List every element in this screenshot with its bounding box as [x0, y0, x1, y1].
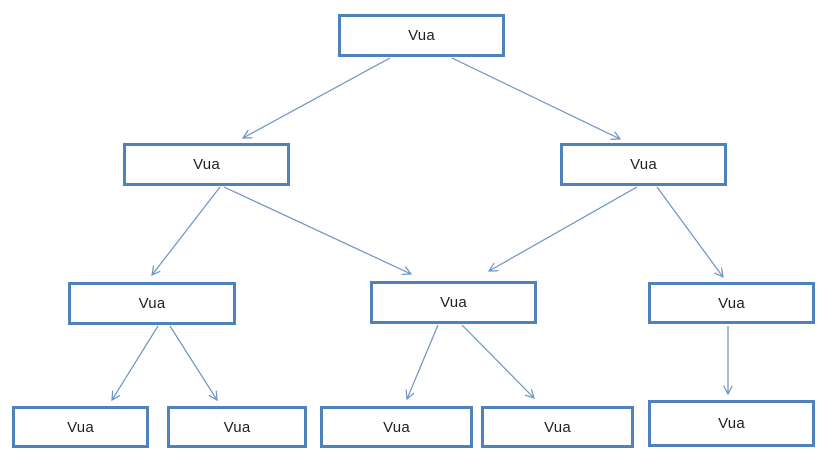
edge-level3-left-to-leaf-1 [112, 325, 159, 400]
tree-node-label: Vua [223, 418, 251, 436]
tree-node-leaf-2[interactable]: Vua [167, 406, 307, 448]
edge-level3-middle-to-leaf-4 [461, 324, 534, 398]
tree-node-level3-right[interactable]: Vua [648, 282, 815, 324]
edge-root-to-level2-right [451, 57, 620, 139]
edge-level2-right-to-level3-middle [489, 186, 638, 271]
tree-node-label: Vua [630, 156, 657, 173]
tree-node-label: Vua [383, 418, 410, 436]
tree-node-root[interactable]: Vua [338, 14, 505, 57]
tree-node-label: Vua [408, 27, 435, 44]
tree-node-leaf-4[interactable]: Vua [481, 406, 634, 448]
tree-node-level3-left[interactable]: Vua [68, 282, 236, 325]
tree-node-level3-middle[interactable]: Vua [370, 281, 537, 324]
edge-level3-middle-to-leaf-3 [407, 324, 439, 399]
edge-level2-left-to-level3-left [152, 186, 221, 275]
edge-level3-left-to-leaf-2 [169, 325, 217, 400]
edge-root-to-level2-left [243, 57, 391, 138]
tree-node-level2-left[interactable]: Vua [123, 143, 290, 186]
tree-node-leaf-1[interactable]: Vua [12, 406, 149, 448]
tree-node-level2-right[interactable]: Vua [560, 143, 727, 186]
edge-level2-right-to-level3-right [656, 186, 723, 277]
tree-node-label: Vua [440, 294, 467, 311]
edge-level2-left-to-level3-middle [223, 186, 411, 274]
tree-node-leaf-5[interactable]: Vua [648, 400, 815, 447]
tree-node-label: Vua [67, 418, 94, 436]
tree-node-label: Vua [718, 415, 745, 432]
tree-node-leaf-3[interactable]: Vua [320, 406, 473, 448]
tree-node-label: Vua [718, 294, 745, 312]
tree-node-label: Vua [544, 418, 571, 436]
tree-node-label: Vua [193, 156, 220, 173]
tree-node-label: Vua [138, 295, 166, 312]
